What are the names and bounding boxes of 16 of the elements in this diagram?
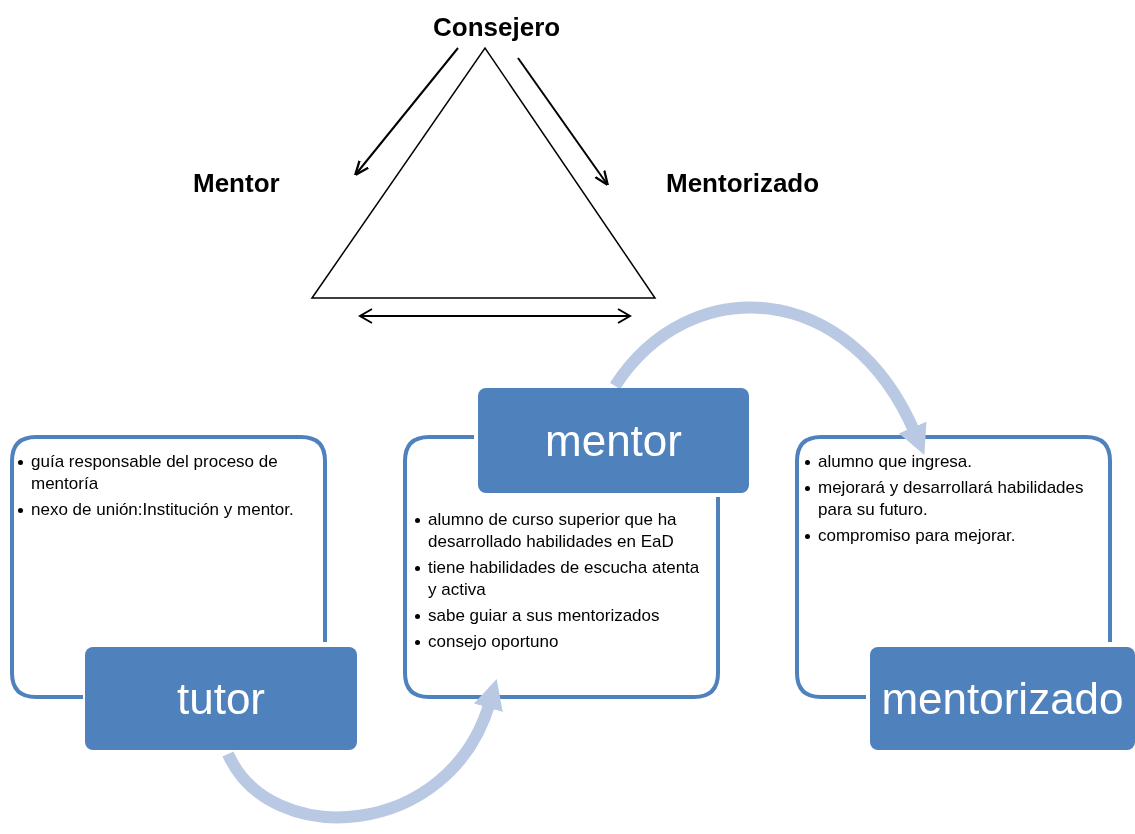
title-box: tutor [85,647,357,750]
arrow [610,301,926,455]
bullet-text: compromiso para mejorar. [818,525,1016,547]
title-box: mentor [478,388,749,493]
bullet-text: mejorará y desarrollará habilidades para su futuro. [818,477,1085,521]
title-box: mentorizado [870,647,1135,750]
node-label: Mentor [193,168,280,198]
bullet-text: nexo de unión:Institución y mentor. [31,499,294,521]
arrow [354,47,459,177]
node-label: Mentorizado [666,168,820,198]
arrow [222,679,502,824]
bullet-text: sabe guiar a sus mentorizados [428,605,660,627]
bullet-text: consejo oportuno [428,631,559,653]
node-label: Consejero [433,12,561,42]
arrow [517,57,609,187]
bullet-text: alumno que ingresa. [818,451,973,473]
